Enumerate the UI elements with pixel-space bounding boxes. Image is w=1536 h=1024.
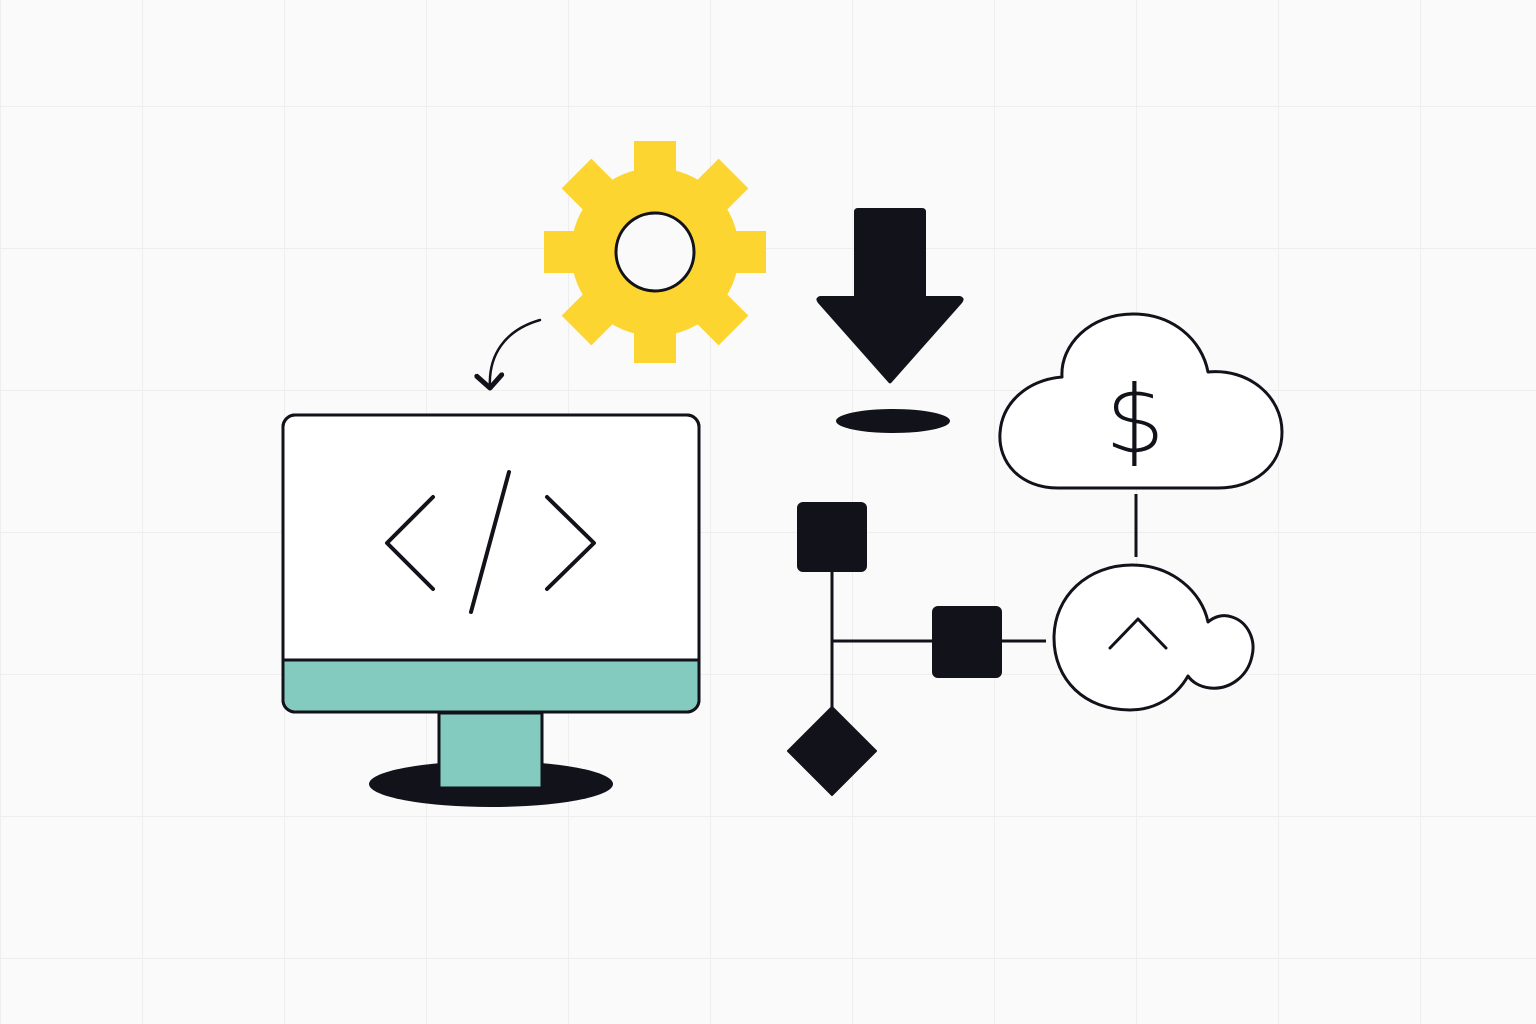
- flowchart-node-top: [797, 502, 867, 572]
- flowchart-node-right: [932, 606, 1002, 678]
- flowchart-icon: [787, 502, 1046, 796]
- monitor-icon: </>: [281, 413, 701, 807]
- download-arrow-icon: [816, 208, 964, 433]
- download-target-shadow: [836, 409, 950, 433]
- caret-up-icon: [1108, 617, 1168, 650]
- dollar-sign: $: [1105, 366, 1165, 475]
- curved-arrow-icon: [474, 318, 542, 391]
- code-brackets-icon: [385, 470, 596, 614]
- flowchart-decision-diamond: [787, 706, 877, 796]
- gear-icon: [544, 141, 766, 363]
- monitor-bezel: [284, 660, 698, 711]
- cloud-dollar-icon: $: [998, 312, 1284, 490]
- cloud-upload-icon: ^: [1052, 563, 1255, 712]
- monitor-stand: [437, 711, 544, 790]
